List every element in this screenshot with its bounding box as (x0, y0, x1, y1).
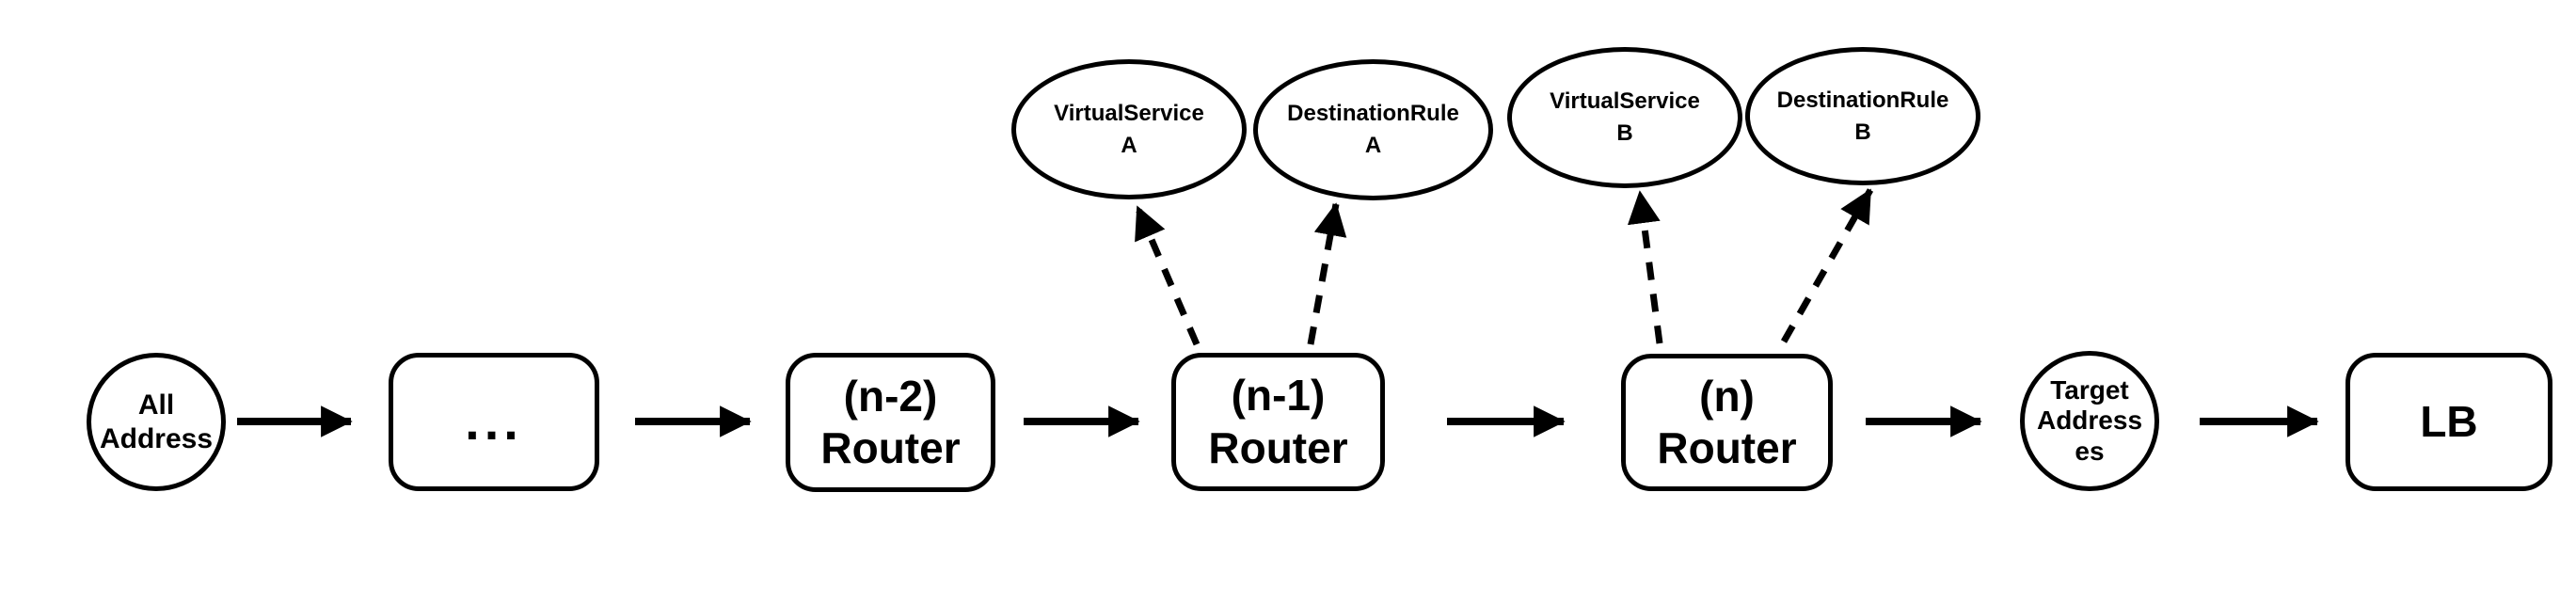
node-label: DestinationRule (1776, 87, 1949, 113)
node-virtualservice-a: VirtualService A (1011, 59, 1247, 199)
dashed-arrow-nrouter-virtualservice-b (1627, 190, 1663, 344)
dashed-arrow-n1router-destinationrule-a (1307, 202, 1347, 345)
node-label: es (2075, 436, 2105, 466)
node-label: (n-1) (1231, 371, 1326, 421)
node-label: VirtualService (1550, 88, 1700, 115)
dashed-arrow-nrouter-destinationrule-b (1780, 188, 1874, 343)
node-label: Address (99, 422, 214, 454)
node-label: A (1121, 132, 1137, 158)
node-label: A (1364, 133, 1382, 158)
node-ellipsis: ... (389, 353, 599, 491)
node-label: ... (465, 391, 523, 452)
node-label: Address (2036, 405, 2143, 436)
node-label: B (1616, 120, 1633, 146)
node-target-addresses: Target Address es (2020, 351, 2159, 491)
node-router-n1: (n-1) Router (1171, 353, 1385, 491)
node-label: Target (2050, 375, 2129, 405)
node-label: LB (2420, 396, 2478, 446)
node-destinationrule-a: DestinationRule A (1253, 59, 1493, 200)
node-router-n: (n) Router (1621, 354, 1833, 491)
node-virtualservice-b: VirtualService B (1507, 47, 1742, 188)
node-label: DestinationRule (1287, 101, 1459, 127)
node-all-address: All Address (87, 353, 226, 491)
node-label: All (137, 389, 175, 421)
node-router-n2: (n-2) Router (786, 353, 995, 492)
node-lb: LB (2345, 353, 2552, 491)
node-label: B (1854, 119, 1871, 145)
node-label: Router (820, 423, 961, 472)
node-label: (n) (1699, 371, 1755, 421)
node-label: (n-2) (843, 371, 938, 421)
node-label: Router (1657, 423, 1797, 472)
node-label: Router (1208, 422, 1348, 472)
node-destinationrule-b: DestinationRule B (1745, 47, 1980, 185)
dashed-arrow-n1router-virtualservice-a (1134, 205, 1201, 346)
node-label: VirtualService (1054, 100, 1204, 126)
